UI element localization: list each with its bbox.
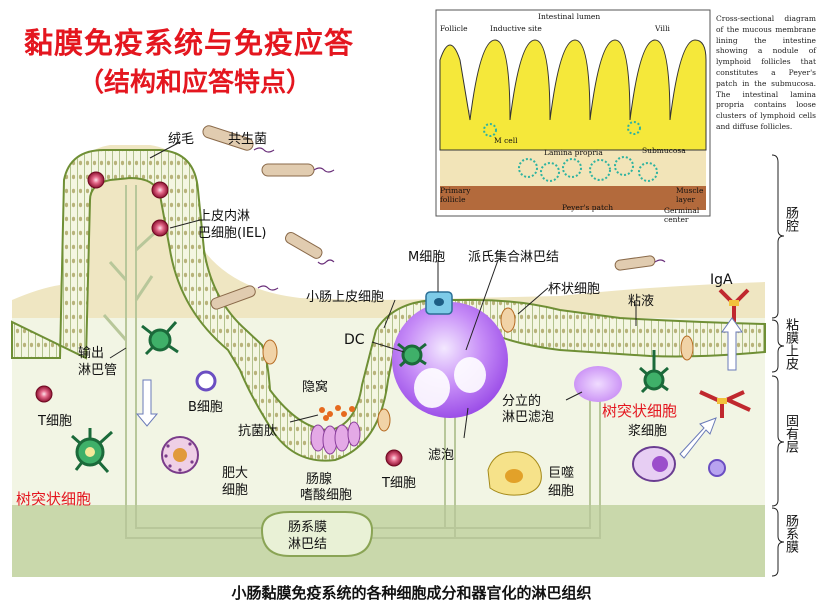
label-dendritic-left: 树突状细胞	[16, 490, 92, 508]
label-mast-line1: 肥大	[222, 466, 249, 481]
label-efferent-line2: 淋巴管	[78, 363, 118, 378]
label-mucus: 粘液	[628, 294, 655, 309]
label-mln-line1: 肠系膜	[288, 520, 328, 535]
label-iel-line2: 巴细胞(IEL)	[198, 226, 267, 241]
title-line-1: 黏膜免疫系统与免疫应答	[24, 26, 355, 60]
label-t-cell-mid: T细胞	[382, 476, 416, 491]
label-b-cell: B细胞	[188, 400, 223, 415]
label-crypt: 隐窝	[302, 380, 329, 395]
inset-label-mcell: M cell	[494, 136, 518, 145]
label-t-cell-left: T细胞	[38, 414, 72, 429]
label-mln-line2: 淋巴结	[288, 537, 328, 552]
label-goblet: 杯状细胞	[548, 282, 601, 297]
label-efferent-line1: 输出	[78, 346, 105, 361]
inset-label-lamina: Lamina propria	[544, 148, 603, 157]
inset-label-follicle: Follicle	[440, 24, 468, 33]
label-peyers-patch: 派氏集合淋巴结	[468, 250, 560, 265]
label-macrophage-line2: 细胞	[548, 484, 575, 499]
inset-label-primary-follicle: Primary follicle	[440, 186, 471, 204]
label-paneth-line2: 嗜酸细胞	[300, 488, 353, 503]
label-commensal: 共生菌	[228, 132, 268, 147]
zone-lumen: 肠腔	[783, 206, 798, 232]
label-macrophage-line1: 巨噬	[548, 466, 575, 481]
inset-label-muscle: Muscle layer	[676, 186, 704, 204]
zone-epithelium: 粘膜上皮	[783, 318, 798, 370]
title-line-2: （结构和应答特点）	[78, 68, 313, 98]
label-iel-line1: 上皮内淋	[198, 209, 251, 224]
zone-mesentery: 肠系膜	[783, 514, 798, 553]
inset-label-germinal: Germinal center	[664, 206, 700, 224]
label-dendritic-right: 树突状细胞	[602, 402, 678, 420]
label-follicle: 滤泡	[428, 448, 455, 463]
inset-diagram	[435, 9, 711, 217]
inset-label-submucosa: Submucosa	[642, 146, 686, 155]
inset-label-villi: Villi	[655, 24, 670, 33]
label-m-cell: M细胞	[408, 250, 446, 265]
inset-label-peyers: Peyer's patch	[562, 203, 614, 212]
label-isolated-line2: 淋巴滤泡	[502, 410, 555, 425]
label-plasma: 浆细胞	[628, 424, 668, 439]
figure-caption: 小肠黏膜免疫系统的各种细胞成分和器官化的淋巴组织	[231, 584, 592, 602]
label-dc: DC	[344, 332, 365, 348]
zone-lamina: 固有层	[783, 414, 798, 453]
label-villus: 绒毛	[168, 132, 195, 147]
label-antimicrobial: 抗菌肽	[238, 424, 278, 439]
label-iga: IgA	[710, 272, 733, 288]
inset-description: Cross-sectional diagram of the mucous me…	[716, 14, 816, 131]
label-mast-line2: 细胞	[222, 483, 249, 498]
inset-label-inductive: Inductive site	[490, 24, 542, 33]
label-enterocyte: 小肠上皮细胞	[306, 290, 385, 305]
label-isolated-line1: 分立的	[502, 394, 542, 409]
inset-label-lumen: Intestinal lumen	[538, 12, 601, 21]
label-paneth-line1: 肠腺	[306, 472, 333, 487]
